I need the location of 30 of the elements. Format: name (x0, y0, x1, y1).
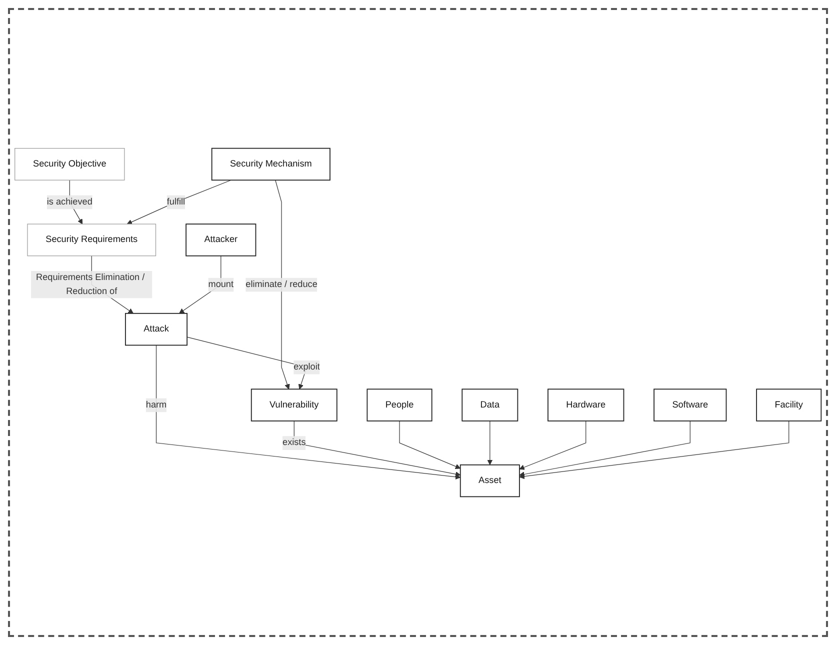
node-box (250, 388, 338, 422)
arrow (126, 180, 232, 225)
edge-label: harm (146, 399, 167, 410)
node-box (27, 224, 156, 256)
edge-label: fulfill (166, 196, 186, 207)
arrow (399, 420, 461, 469)
edge-label: is achieved (46, 196, 92, 207)
node-box (125, 312, 188, 346)
edge-label: exists (282, 437, 306, 448)
arrow (156, 344, 461, 480)
edge-label: exploit (294, 362, 320, 372)
node-box (186, 224, 256, 256)
arrow (519, 420, 790, 480)
edge-label: mount (208, 279, 234, 290)
node-box (654, 388, 727, 422)
arrow (294, 420, 461, 477)
arrow (487, 420, 493, 466)
dashed-frame: is achieved fulfill Requirements Elimination / Reduction of eliminate / reduce exploit mount harm exists Security Objective Security Requirements Security Mechanism Vulnerability Attack Attacker Asset People Data Hardware Software Facility (8, 8, 828, 637)
arrow (519, 420, 586, 470)
node-box (211, 148, 330, 181)
arrow (275, 180, 290, 390)
arrow (519, 420, 690, 477)
node-box (366, 388, 432, 422)
node-box (14, 148, 125, 180)
node-box (548, 388, 624, 422)
node-box (460, 464, 520, 498)
edge-label: eliminate / reduce (246, 279, 318, 290)
node-box (756, 388, 822, 422)
edge-label: Requirements Elimination / Reduction of (36, 272, 145, 296)
node-box (462, 388, 518, 422)
